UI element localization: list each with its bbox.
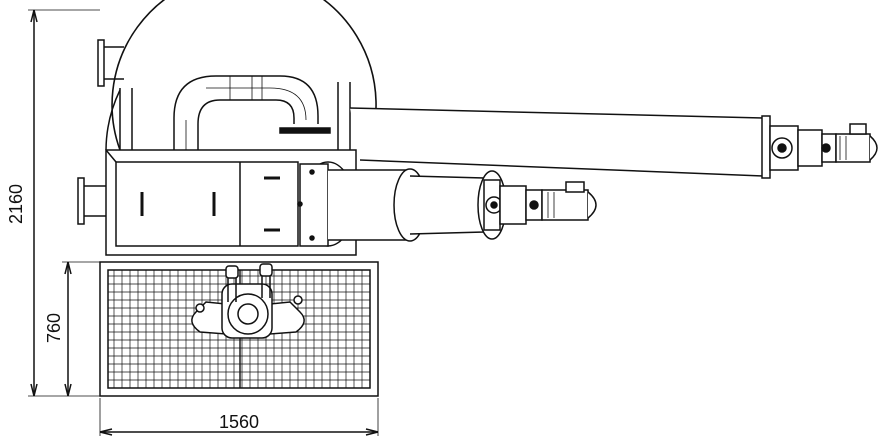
dimension-total-height (28, 9, 100, 397)
dimension-label-1560: 1560 (219, 412, 259, 432)
lower-left-flange (77, 177, 106, 225)
gear-motor-near (499, 181, 597, 225)
short-screw-conveyor (297, 161, 507, 247)
operator-figure (191, 263, 305, 339)
dimension-platform-depth (62, 261, 100, 397)
long-screw-conveyor (349, 107, 799, 179)
drum-shell-lower (105, 89, 121, 151)
dimension-label-760: 760 (44, 313, 64, 343)
exhaust-elbow-pipe (173, 75, 319, 152)
gear-motor-far (797, 123, 878, 167)
drum-shell (111, 0, 377, 161)
upper-left-flange (97, 39, 124, 87)
dimension-platform-width (99, 398, 379, 436)
outlet-plate (279, 127, 331, 134)
dimension-label-2160: 2160 (6, 184, 26, 224)
